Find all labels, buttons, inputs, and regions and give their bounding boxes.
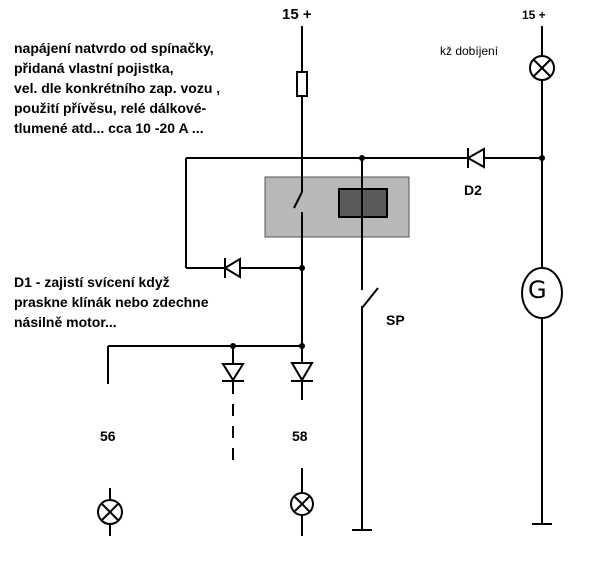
- junction-d1: [299, 265, 305, 271]
- note-d1-line: násilně motor...: [14, 314, 117, 330]
- diode-58: [290, 362, 314, 382]
- junction-right: [539, 155, 545, 161]
- note-d1-line: D1 - zajistí svícení když: [14, 274, 170, 290]
- note-main-line: použití přívěsu, relé dálkové-: [14, 100, 207, 116]
- diode-d1: [223, 257, 241, 279]
- charge-lamp-label: kž dobíjení: [440, 44, 499, 58]
- lamp-56-icon: [97, 499, 123, 525]
- diode-d2: [465, 147, 485, 169]
- lamp-58-icon: [290, 492, 314, 516]
- junction-lower: [299, 343, 305, 349]
- output-58-label: 58: [292, 428, 308, 444]
- note-main-line: přidaná vlastní pojistka,: [14, 60, 174, 76]
- junctions: [230, 155, 545, 349]
- supply-label-right: 15 +: [522, 8, 546, 22]
- note-main: napájení natvrdo od spínačky, přidaná vl…: [14, 38, 220, 138]
- note-d1-line: praskne klínák nebo zdechne: [14, 294, 209, 310]
- note-main-line: tlumené atd... cca 10 -20 A ...: [14, 120, 204, 136]
- junction-coil: [359, 155, 365, 161]
- switch-sp-blade: [361, 287, 379, 309]
- fuse: [296, 71, 308, 97]
- note-main-line: vel. dle konkrétního zap. vozu ,: [14, 80, 221, 96]
- generator-icon: [521, 267, 563, 319]
- junction-mid: [230, 343, 236, 349]
- note-main-line: napájení natvrdo od spínačky,: [14, 40, 214, 56]
- supply-label-left: 15 +: [282, 6, 312, 23]
- switch-sp-label: SP: [386, 312, 405, 328]
- relay-contact-blade: [293, 191, 303, 209]
- diode-middle: [221, 363, 245, 382]
- note-d1: D1 - zajistí svícení když praskne klínák…: [14, 272, 209, 332]
- generator-label: G: [528, 276, 547, 304]
- output-56-label: 56: [100, 428, 116, 444]
- charge-lamp-icon: [529, 55, 555, 81]
- diode-d2-label: D2: [464, 182, 482, 198]
